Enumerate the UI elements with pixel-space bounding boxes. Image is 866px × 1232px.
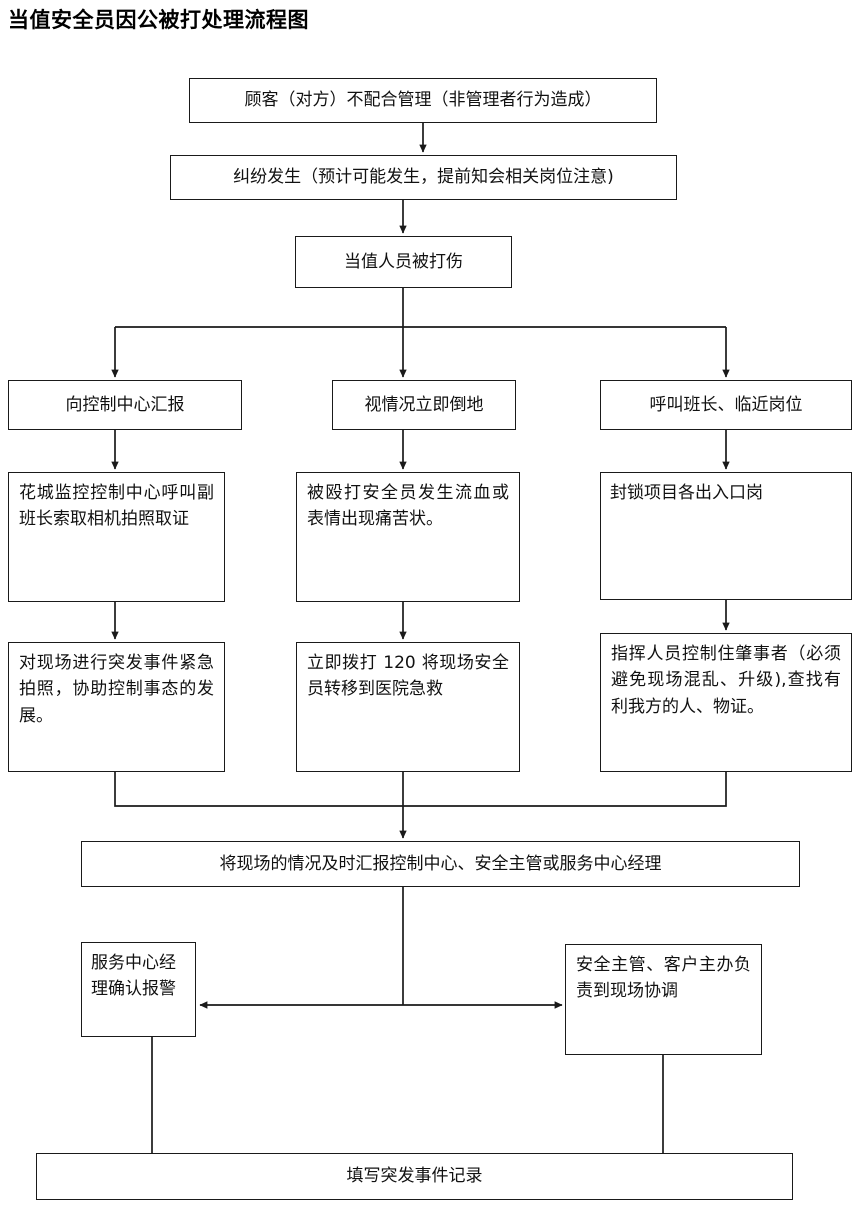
node-supervisor-on-site-coordination[interactable]: 安全主管、客户主办负责到现场协调: [565, 944, 762, 1055]
node-report-situation[interactable]: 将现场的情况及时汇报控制中心、安全主管或服务中心经理: [81, 841, 800, 887]
node-huacheng-monitoring-camera[interactable]: 花城监控控制中心呼叫副班长索取相机拍照取证: [8, 472, 225, 602]
node-label: 视情况立即倒地: [364, 394, 484, 415]
node-fill-incident-record[interactable]: 填写突发事件记录: [36, 1153, 793, 1200]
node-manager-confirms-alarm[interactable]: 服务中心经理确认报警: [81, 942, 196, 1037]
node-call-supervisor-nearby-posts[interactable]: 呼叫班长、临近岗位: [600, 380, 852, 430]
node-label: 立即拨打 120 将现场安全员转移到医院急救: [307, 653, 509, 700]
node-label: 顾客（对方）不配合管理（非管理者行为造成）: [244, 90, 602, 111]
node-report-to-control-center[interactable]: 向控制中心汇报: [8, 380, 242, 430]
node-label: 将现场的情况及时汇报控制中心、安全主管或服务中心经理: [219, 853, 662, 874]
node-label: 花城监控控制中心呼叫副班长索取相机拍照取证: [19, 483, 214, 530]
node-call-120-hospital[interactable]: 立即拨打 120 将现场安全员转移到医院急救: [296, 642, 520, 772]
page-title: 当值安全员因公被打处理流程图: [8, 8, 309, 32]
node-drop-to-ground[interactable]: 视情况立即倒地: [332, 380, 516, 430]
edge-n12-merge: [403, 772, 727, 807]
node-bleeding-or-pain[interactable]: 被殴打安全员发生流血或表情出现痛苦状。: [296, 472, 520, 602]
node-label: 纠纷发生（预计可能发生，提前知会相关岗位注意): [233, 167, 614, 188]
node-seal-entrances[interactable]: 封锁项目各出入口岗: [600, 472, 852, 600]
node-staff-injured[interactable]: 当值人员被打伤: [295, 236, 512, 288]
edge-n10-merge: [114, 772, 403, 807]
node-label: 服务中心经理确认报警: [91, 953, 176, 1000]
node-label: 向控制中心汇报: [65, 394, 185, 415]
node-customer-uncooperative[interactable]: 顾客（对方）不配合管理（非管理者行为造成）: [189, 78, 657, 123]
node-label: 封锁项目各出入口岗: [610, 483, 763, 503]
node-photograph-scene[interactable]: 对现场进行突发事件紧急拍照，协助控制事态的发展。: [8, 642, 225, 772]
node-label: 被殴打安全员发生流血或表情出现痛苦状。: [307, 483, 509, 530]
node-dispute-occurs[interactable]: 纠纷发生（预计可能发生，提前知会相关岗位注意): [170, 155, 677, 200]
node-label: 当值人员被打伤: [344, 251, 463, 272]
node-control-perpetrator[interactable]: 指挥人员控制住肇事者（必须避免现场混乱、升级),查找有利我方的人、物证。: [600, 633, 852, 772]
node-label: 对现场进行突发事件紧急拍照，协助控制事态的发展。: [19, 653, 214, 726]
node-label: 指挥人员控制住肇事者（必须避免现场混乱、升级),查找有利我方的人、物证。: [611, 644, 841, 717]
node-label: 填写突发事件记录: [346, 1166, 483, 1187]
node-label: 安全主管、客户主办负责到现场协调: [576, 955, 751, 1002]
node-label: 呼叫班长、临近岗位: [649, 394, 803, 415]
